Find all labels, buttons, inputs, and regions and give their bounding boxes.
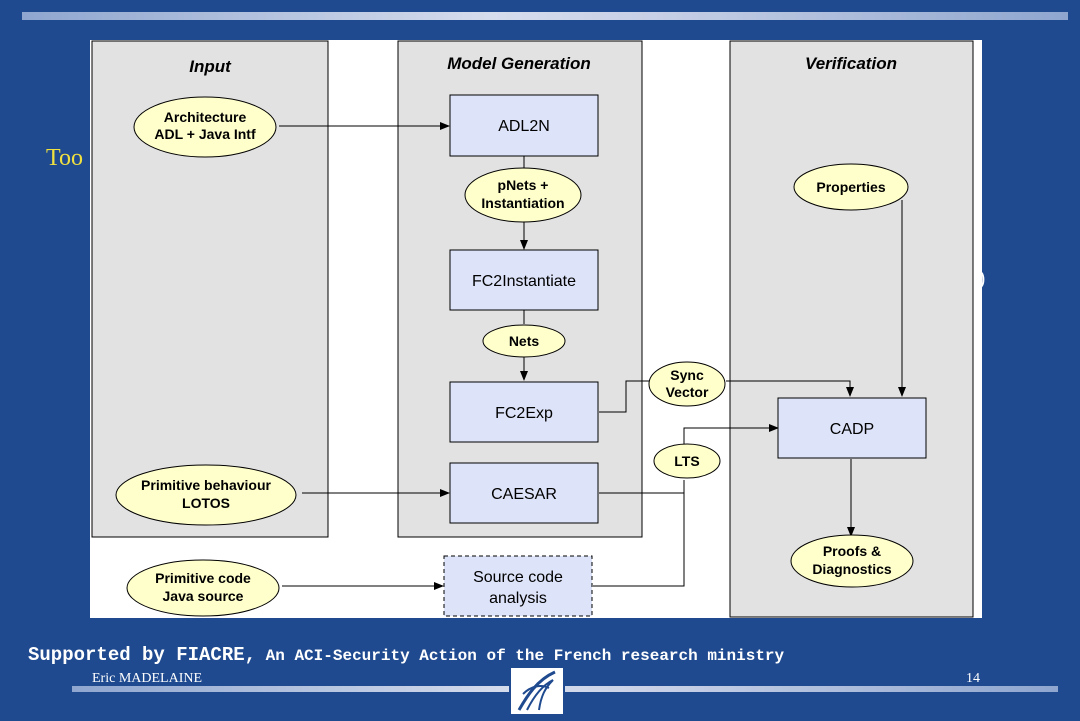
slide-title-fragment: Too: [46, 145, 83, 171]
page-number: 14: [966, 671, 980, 686]
primitive-behaviour-label-2: LOTOS: [182, 495, 230, 511]
top-decorative-bar: [22, 12, 1068, 20]
proofs-label-2: Diagnostics: [812, 561, 892, 577]
fc2exp-label: FC2Exp: [495, 405, 553, 422]
nets-ellipse: [482, 324, 566, 358]
arrow-sync-vector-to-cadp: [726, 380, 854, 397]
pnets-ellipse: [464, 167, 582, 223]
architecture-label-1: Architecture: [164, 109, 247, 125]
caesar-label: CAESAR: [491, 486, 557, 503]
inria-logo-icon: [509, 666, 565, 716]
sync-vector-label-1: Sync: [670, 367, 704, 383]
verification-heading: Verification: [805, 54, 897, 73]
sync-vector-label-2: Vector: [666, 384, 709, 400]
tool-chain-diagram: Input Model Generation Verification: [90, 40, 982, 618]
footer-support-note: Supported by FIACRE, An ACI-Security Act…: [28, 644, 784, 666]
architecture-ellipse: [133, 96, 277, 158]
footer-support-rest: An ACI-Security Action of the French res…: [256, 647, 785, 665]
primitive-behaviour-ellipse: [115, 464, 297, 526]
properties-ellipse: [793, 163, 909, 211]
primitive-code-label-1: Primitive code: [155, 570, 251, 586]
architecture-label-2: ADL + Java Intf: [154, 126, 256, 142]
footer-support-lead: Supported by FIACRE,: [28, 644, 257, 666]
source-code-analysis-label-2: analysis: [489, 590, 547, 607]
arrow-fc2exp-to-cadp: [599, 380, 650, 413]
fc2instantiate-box: [449, 249, 599, 311]
primitive-code-ellipse: [126, 559, 280, 617]
pnets-label-2: Instantiation: [481, 195, 564, 211]
author-name: Eric MADELAINE: [92, 671, 203, 686]
proofs-ellipse: [790, 534, 914, 588]
sync-vector-ellipse: [648, 361, 726, 407]
lts-ellipse: [653, 443, 721, 479]
source-code-analysis-label-1: Source code: [473, 569, 563, 586]
pnets-label-1: pNets +: [498, 177, 549, 193]
cadp-box: [777, 397, 927, 459]
model-generation-heading: Model Generation: [447, 54, 591, 73]
primitive-code-label-2: Java source: [163, 588, 244, 604]
fc2instantiate-label: FC2Instantiate: [472, 273, 576, 290]
caesar-box: [449, 462, 599, 524]
cadp-label: CADP: [830, 421, 874, 438]
adl2n-label: ADL2N: [498, 118, 550, 135]
arrow-source-to-lts: [593, 480, 685, 587]
adl2n-box: [449, 94, 599, 157]
lts-label: LTS: [674, 453, 699, 469]
fc2exp-box: [449, 381, 599, 443]
arrow-lts-to-cadp: [683, 424, 779, 448]
bottom-decorative-bar: [72, 686, 1058, 692]
proofs-label-1: Proofs &: [823, 543, 881, 559]
properties-label: Properties: [816, 179, 885, 195]
source-code-analysis-box: [443, 555, 593, 617]
input-heading: Input: [189, 57, 232, 76]
primitive-behaviour-label-1: Primitive behaviour: [141, 477, 271, 493]
nets-label: Nets: [509, 333, 540, 349]
